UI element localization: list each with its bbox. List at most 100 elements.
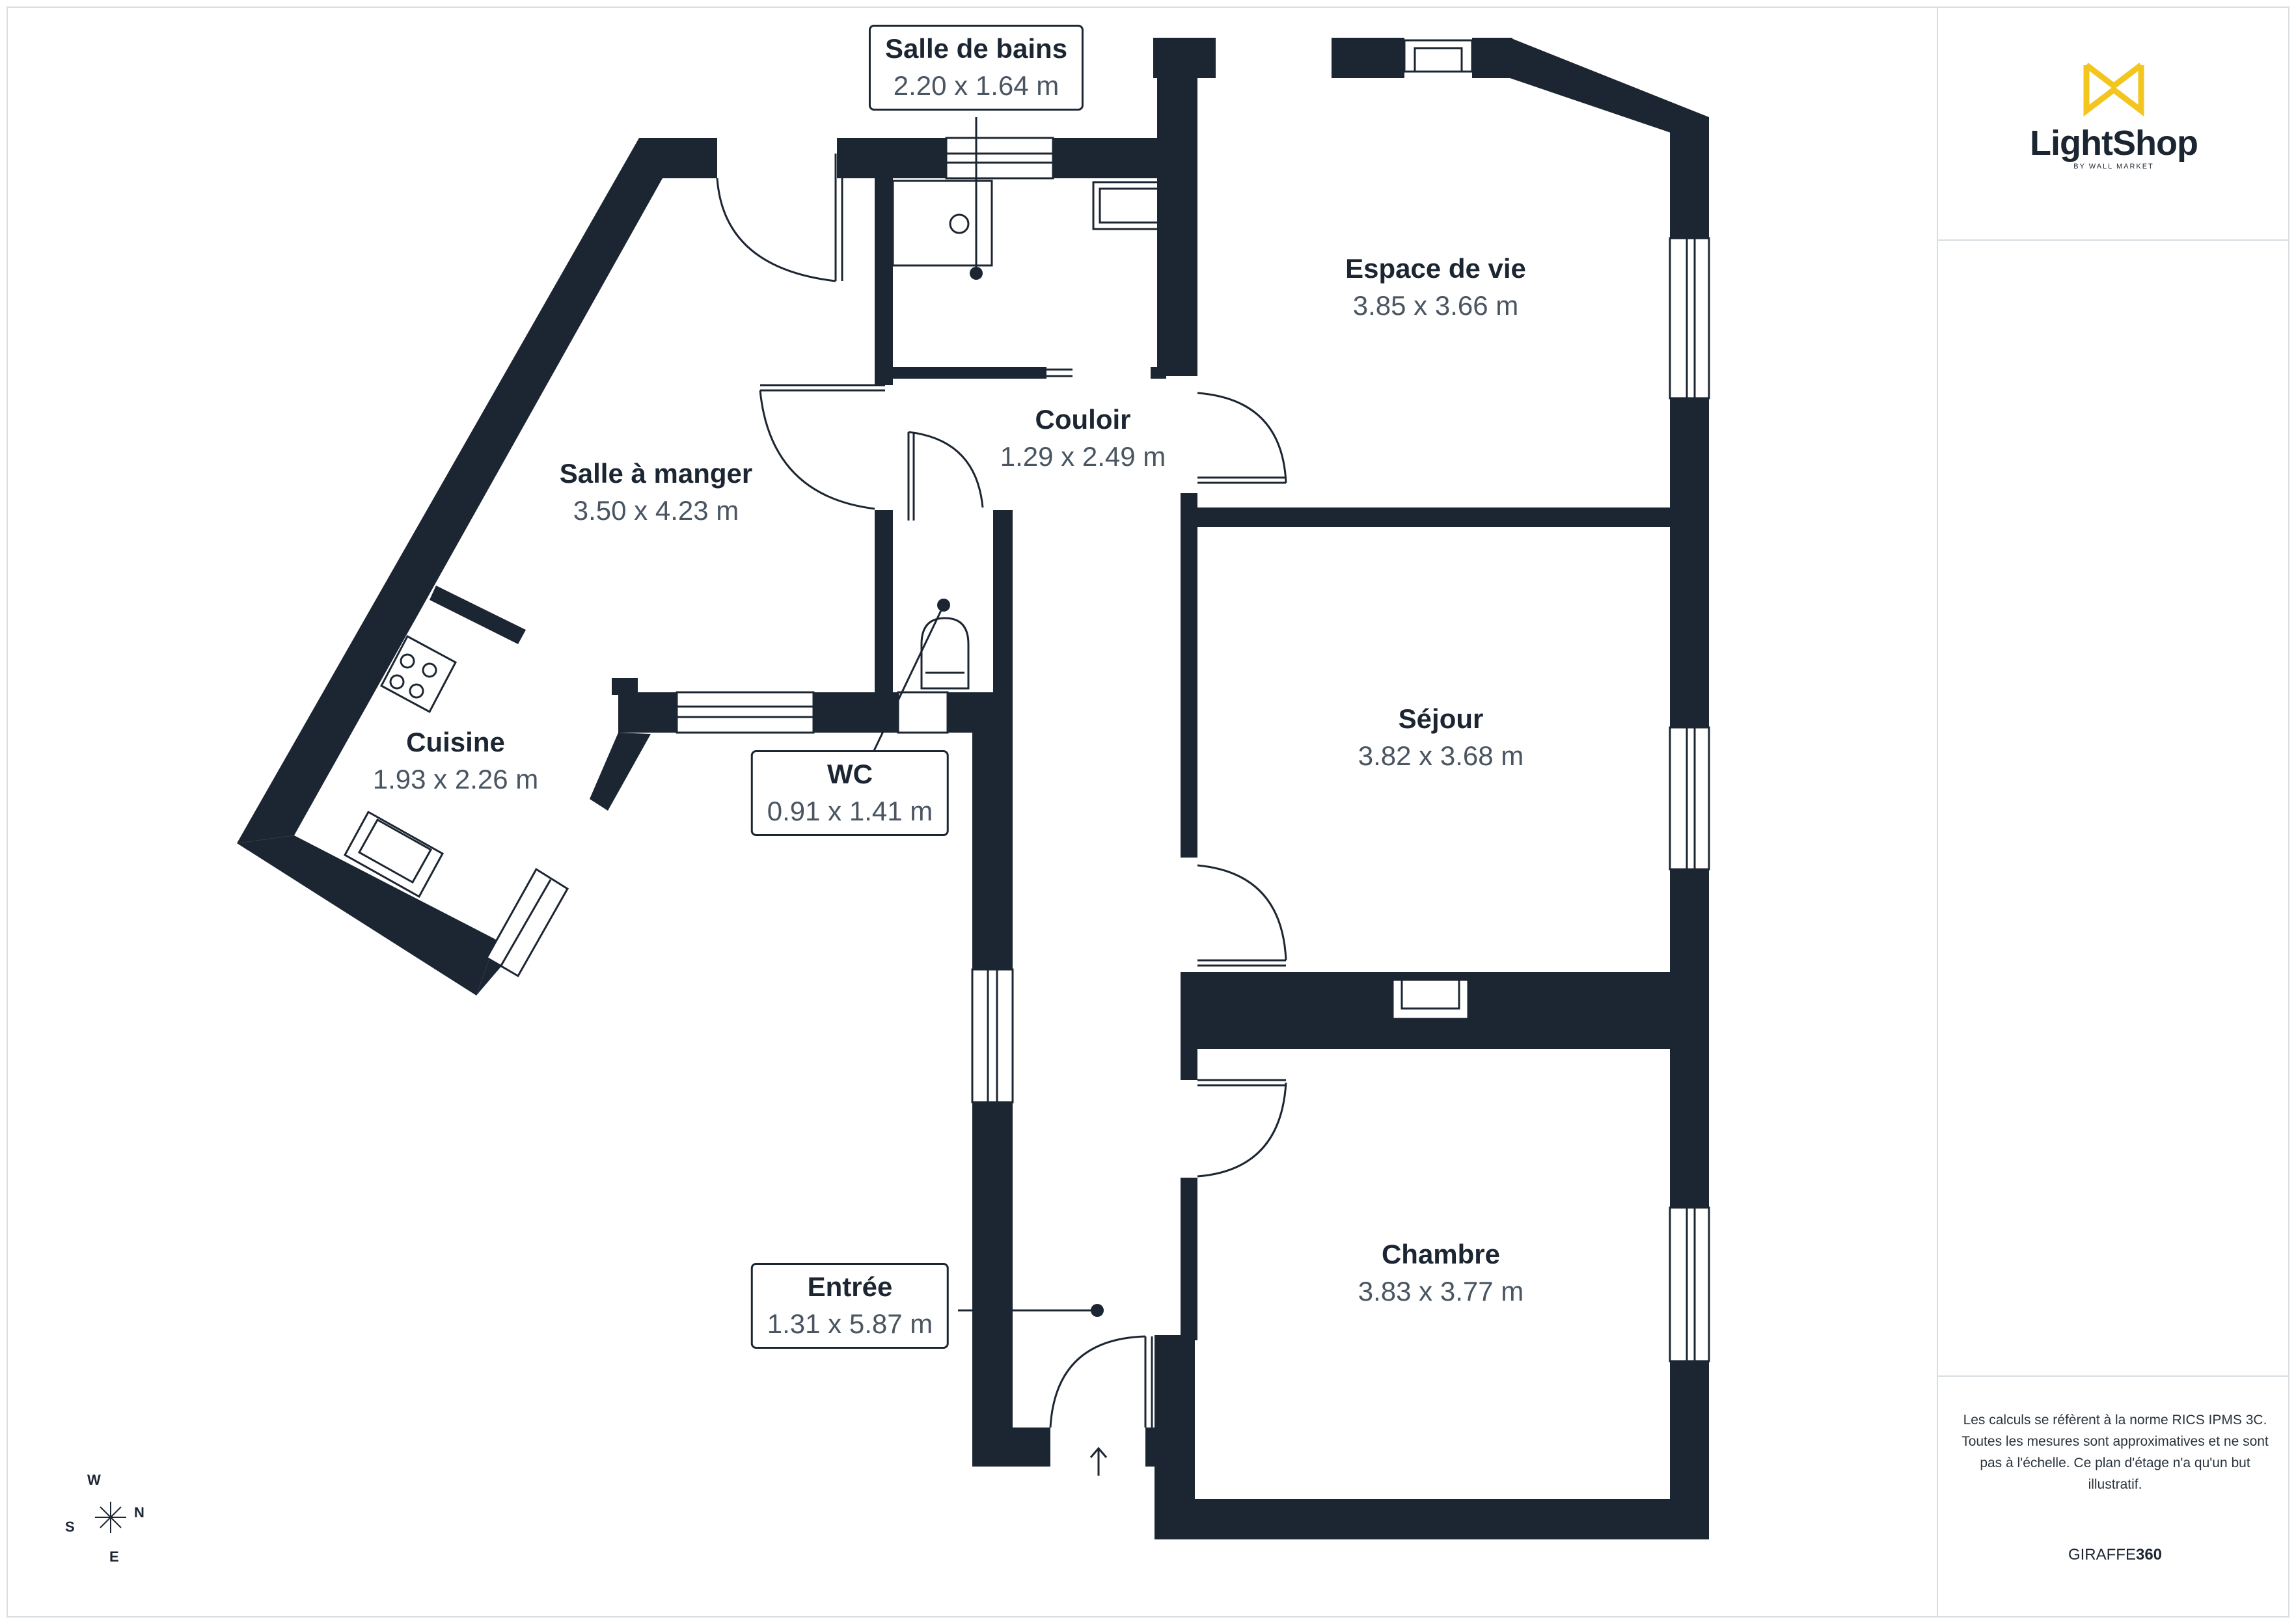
markers bbox=[937, 267, 1104, 1317]
footer-divider bbox=[1938, 1375, 2289, 1377]
compass-icon bbox=[95, 1502, 126, 1533]
footer-brand-prefix: GIRAFFE bbox=[2068, 1546, 2136, 1563]
room-name: Espace de vie bbox=[1345, 253, 1526, 284]
room-dimensions: 1.29 x 2.49 m bbox=[1000, 441, 1166, 472]
door-swing bbox=[1197, 864, 1287, 961]
wall bbox=[612, 678, 638, 695]
wall bbox=[972, 1102, 1013, 1467]
footer-brand: GIRAFFE360 bbox=[1959, 1546, 2271, 1564]
wall bbox=[1472, 38, 1512, 78]
toilet bbox=[920, 617, 970, 690]
room-dimensions: 0.91 x 1.41 m bbox=[767, 796, 933, 826]
disclaimer-text: Les calculs se réfèrent à la norme RICS … bbox=[1961, 1413, 2269, 1492]
wall bbox=[1181, 493, 1197, 858]
wall bbox=[972, 692, 1013, 969]
door-swing bbox=[1049, 1335, 1146, 1428]
logo-name: LightShop bbox=[2030, 124, 2198, 163]
door-swing bbox=[1197, 392, 1287, 483]
window bbox=[1669, 1206, 1710, 1362]
hob bbox=[379, 634, 458, 714]
wall bbox=[972, 1428, 1050, 1467]
room-label-wc: WC 0.91 x 1.41 m bbox=[750, 750, 950, 836]
room-name: Séjour bbox=[1398, 703, 1484, 734]
wall bbox=[948, 692, 1013, 733]
room-name: Chambre bbox=[1381, 1239, 1501, 1269]
lightshop-logo-icon bbox=[2083, 62, 2144, 117]
compass-rose: W N S E bbox=[65, 1472, 156, 1565]
room-dimensions: 3.85 x 3.66 m bbox=[1352, 290, 1519, 321]
wall bbox=[1145, 1428, 1169, 1467]
walls bbox=[237, 38, 1709, 1539]
wall bbox=[1393, 1019, 1468, 1049]
room-label-entree: Entrée 1.31 x 5.87 m bbox=[750, 1263, 950, 1349]
wall bbox=[1393, 972, 1468, 980]
room-label-cuisine: Cuisine 1.93 x 2.26 m bbox=[373, 724, 538, 798]
page-frame bbox=[7, 7, 2289, 1617]
shower bbox=[892, 180, 993, 267]
fixtures bbox=[343, 39, 1710, 1476]
wall bbox=[1181, 972, 1393, 1049]
room-dimensions: 1.93 x 2.26 m bbox=[372, 764, 539, 794]
room-name: Salle à manger bbox=[559, 458, 753, 489]
room-name: WC bbox=[827, 759, 873, 789]
room-dimensions: 3.50 x 4.23 m bbox=[573, 495, 739, 526]
wall bbox=[1670, 117, 1709, 238]
wall bbox=[1151, 367, 1166, 379]
room-dimensions: 1.31 x 5.87 m bbox=[767, 1308, 933, 1339]
window bbox=[897, 691, 949, 734]
wall bbox=[893, 367, 1046, 379]
basin bbox=[1092, 181, 1178, 230]
wall bbox=[1510, 38, 1709, 146]
compass-n: N bbox=[134, 1504, 144, 1521]
footer-brand-suffix: 360 bbox=[2135, 1546, 2163, 1563]
floor-plan bbox=[237, 38, 1710, 1539]
room-label-sejour: Séjour 3.82 x 3.68 m bbox=[1358, 701, 1524, 775]
room-name: Salle de bains bbox=[884, 33, 1068, 64]
logo-divider bbox=[1938, 239, 2289, 241]
wall bbox=[813, 692, 898, 733]
fireplace bbox=[1391, 979, 1469, 1020]
room-name: Couloir bbox=[1035, 404, 1131, 435]
room-label-couloir: Couloir 1.29 x 2.49 m bbox=[1000, 401, 1166, 476]
room-name: Cuisine bbox=[406, 727, 505, 757]
wall bbox=[875, 138, 893, 385]
wall bbox=[590, 733, 651, 811]
door-swing bbox=[716, 178, 836, 282]
window bbox=[971, 968, 1014, 1103]
room-label-salle-de-bains: Salle de bains 2.20 x 1.64 m bbox=[868, 25, 1084, 111]
wall bbox=[237, 138, 717, 843]
window bbox=[485, 867, 569, 978]
wall bbox=[618, 692, 677, 733]
window bbox=[1669, 726, 1710, 871]
door-swing bbox=[1197, 1082, 1287, 1178]
wall bbox=[1181, 1178, 1197, 1340]
compass-s: S bbox=[65, 1519, 75, 1535]
wall bbox=[1197, 508, 1670, 527]
window bbox=[1669, 237, 1710, 399]
door-swing bbox=[759, 390, 875, 510]
wall bbox=[1053, 138, 1197, 178]
door-swing bbox=[908, 431, 984, 508]
window bbox=[945, 137, 1054, 180]
wall bbox=[993, 510, 1013, 692]
room-dimensions: 2.20 x 1.64 m bbox=[893, 70, 1059, 101]
room-label-espace-de-vie: Espace de vie 3.85 x 3.66 m bbox=[1345, 250, 1526, 325]
room-dimensions: 3.83 x 3.77 m bbox=[1358, 1276, 1524, 1306]
wall bbox=[1332, 38, 1404, 78]
logo-subtitle: BY WALL MARKET bbox=[2073, 163, 2154, 170]
wall bbox=[1155, 1499, 1709, 1539]
sink bbox=[343, 810, 444, 899]
wall bbox=[430, 586, 526, 644]
room-name: Entrée bbox=[807, 1271, 893, 1302]
compass-w: W bbox=[87, 1472, 101, 1488]
window bbox=[676, 691, 815, 734]
wall bbox=[1670, 398, 1709, 727]
wall bbox=[237, 835, 496, 995]
room-label-chambre: Chambre 3.83 x 3.77 m bbox=[1358, 1236, 1524, 1310]
wall bbox=[1468, 972, 1709, 1049]
room-dimensions: 3.82 x 3.68 m bbox=[1358, 740, 1524, 771]
room-label-salle-a-manger: Salle à manger 3.50 x 4.23 m bbox=[560, 455, 752, 530]
sidebar-divider bbox=[1937, 7, 1938, 1617]
compass-e: E bbox=[109, 1549, 119, 1565]
wall bbox=[1181, 972, 1197, 1080]
